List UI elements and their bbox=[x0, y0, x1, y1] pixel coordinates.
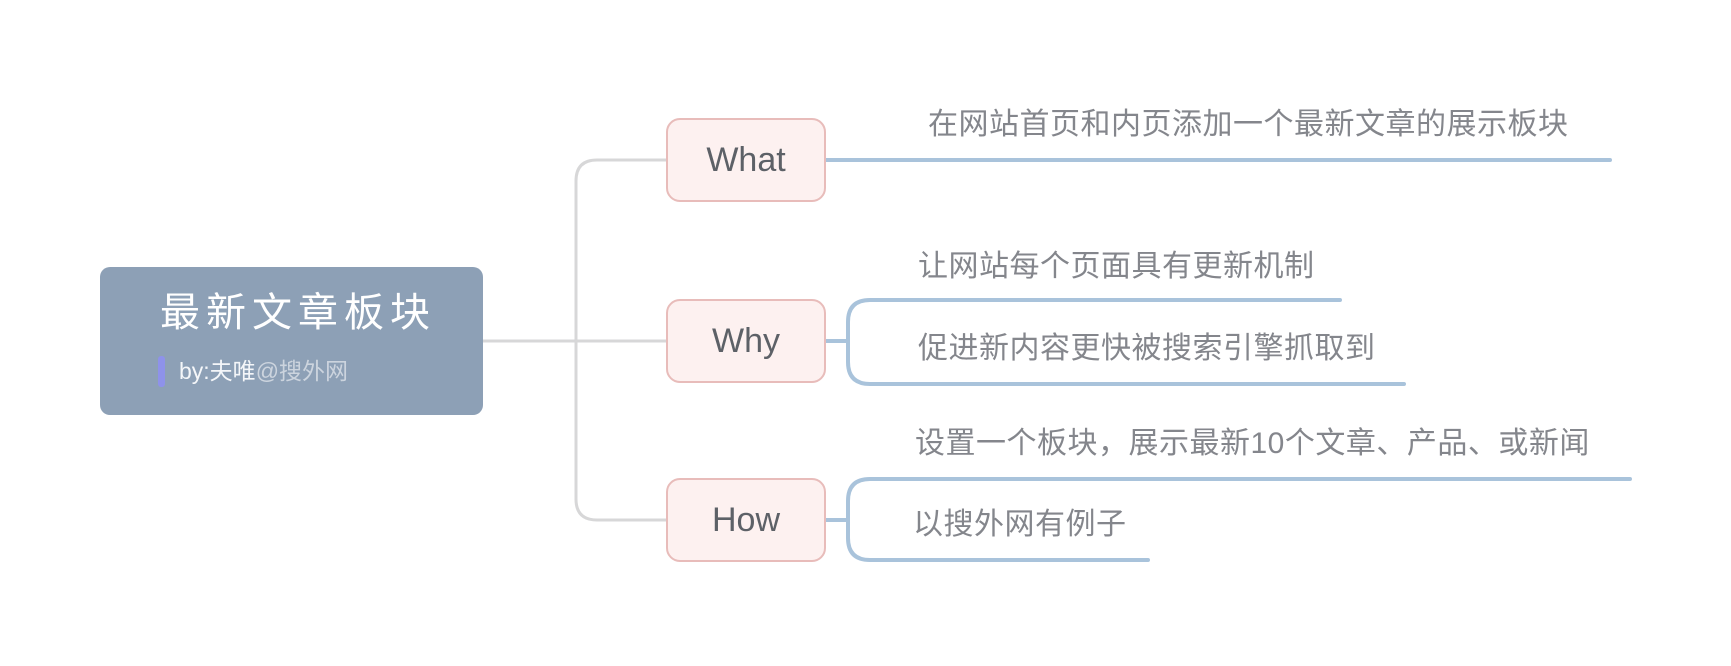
leaf-topic-what-1[interactable]: 在网站首页和内页添加一个最新文章的展示板块 bbox=[928, 108, 1569, 141]
byline-author: by:夫唯 bbox=[179, 358, 256, 384]
connector-how-to-leaf-1 bbox=[846, 477, 1632, 522]
branch-node-why[interactable]: Why bbox=[666, 299, 826, 383]
branch-node-what[interactable]: What bbox=[666, 118, 826, 202]
branch-node-what-label: What bbox=[706, 140, 786, 179]
branch-node-how[interactable]: How bbox=[666, 478, 826, 562]
connector-why-to-leaf-1 bbox=[846, 298, 1342, 343]
connector-trunk-to-what bbox=[574, 158, 668, 343]
leaf-topic-why-2[interactable]: 促进新内容更快被搜索引擎抓取到 bbox=[918, 332, 1376, 365]
byline-site: @搜外网 bbox=[255, 358, 349, 384]
root-topic[interactable]: 最新文章板块 by:夫唯@搜外网 bbox=[100, 267, 483, 415]
branch-node-why-label: Why bbox=[712, 321, 780, 360]
leaf-topic-how-1[interactable]: 设置一个板块，展示最新10个文章、产品、或新闻 bbox=[915, 427, 1590, 460]
root-byline: by:夫唯@搜外网 bbox=[158, 356, 348, 387]
byline-accent-bar bbox=[158, 356, 165, 387]
root-topic-title: 最新文章板块 bbox=[160, 291, 436, 335]
branch-node-how-label: How bbox=[711, 500, 781, 539]
connector-trunk-to-how bbox=[574, 339, 668, 522]
leaf-topic-why-1[interactable]: 让网站每个页面具有更新机制 bbox=[918, 250, 1315, 283]
leaf-topic-how-2[interactable]: 以搜外网有例子 bbox=[913, 508, 1127, 541]
connector-how-to-leaf-2 bbox=[846, 518, 1150, 562]
byline-text: by:夫唯@搜外网 bbox=[179, 356, 348, 387]
connector-why-to-leaf-2 bbox=[846, 339, 1406, 386]
